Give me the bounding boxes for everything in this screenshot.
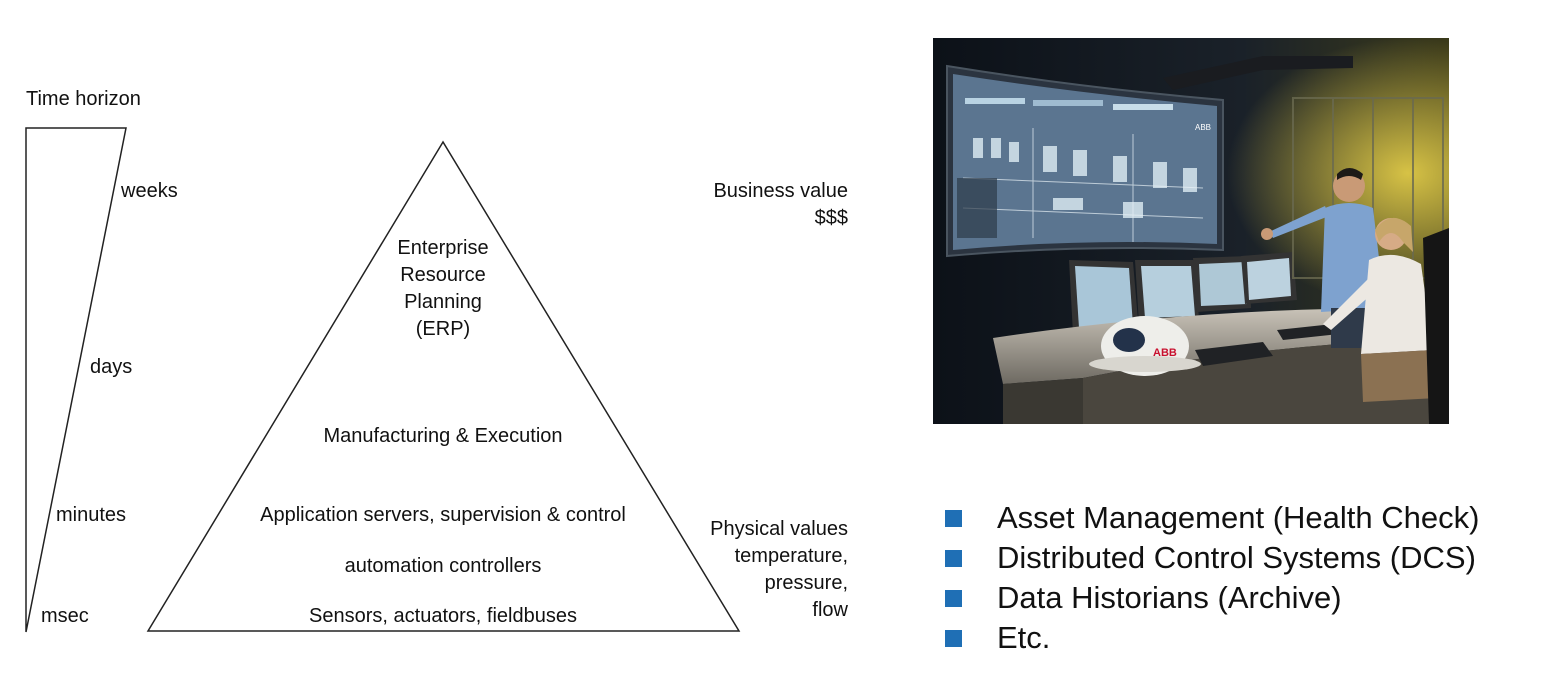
tick-msec: msec [41, 605, 89, 627]
screen-badge-text: ABB [1195, 123, 1211, 132]
feature-list: Asset Management (Health Check) Distribu… [945, 498, 1479, 658]
level-manufacturing: Manufacturing & Execution [323, 425, 563, 447]
level-sensors: Sensors, actuators, fieldbuses [309, 605, 577, 627]
helmet-logo-text: ABB [1153, 347, 1177, 359]
bullet-square-icon [945, 509, 962, 527]
automation-pyramid [146, 140, 741, 632]
business-value-line-1: Business value [713, 180, 848, 202]
level-erp: Enterprise Resource Planning (ERP) [343, 235, 543, 343]
erp-line-1: Enterprise [397, 237, 489, 259]
list-item: Data Historians (Archive) [945, 578, 1479, 618]
tick-minutes: minutes [56, 504, 127, 526]
control-room-photo: ABB [933, 38, 1449, 424]
tick-weeks: weeks [121, 180, 178, 202]
business-value-label: Business value $$$ [648, 178, 848, 232]
level-application-servers: Application servers, supervision & contr… [260, 504, 626, 526]
physical-line-3: pressure, [764, 572, 848, 594]
business-value-line-2: $$$ [814, 207, 848, 229]
time-horizon-title: Time horizon [26, 88, 141, 110]
physical-line-4: flow [812, 599, 848, 621]
bullet-square-icon [945, 589, 962, 607]
list-item: Asset Management (Health Check) [945, 498, 1479, 538]
tick-days: days [90, 356, 133, 378]
list-item-label: Data Historians (Archive) [997, 580, 1342, 615]
time-horizon-wedge [25, 127, 127, 633]
physical-values-label: Physical values temperature, pressure, f… [648, 516, 848, 624]
erp-line-3: Planning [404, 291, 482, 313]
control-room-illustration: ABB [933, 38, 1449, 424]
list-item-label: Asset Management (Health Check) [997, 500, 1480, 535]
physical-line-1: Physical values [710, 518, 848, 540]
list-item: Distributed Control Systems (DCS) [945, 538, 1479, 578]
bullet-square-icon [945, 549, 962, 567]
level-automation-controllers: automation controllers [344, 555, 542, 577]
list-item-label: Etc. [997, 620, 1051, 655]
erp-line-2: Resource [400, 264, 486, 286]
erp-line-4: (ERP) [415, 318, 471, 340]
physical-line-2: temperature, [734, 545, 848, 567]
bullet-square-icon [945, 629, 962, 647]
list-item: Etc. [945, 618, 1479, 658]
list-item-label: Distributed Control Systems (DCS) [997, 540, 1476, 575]
